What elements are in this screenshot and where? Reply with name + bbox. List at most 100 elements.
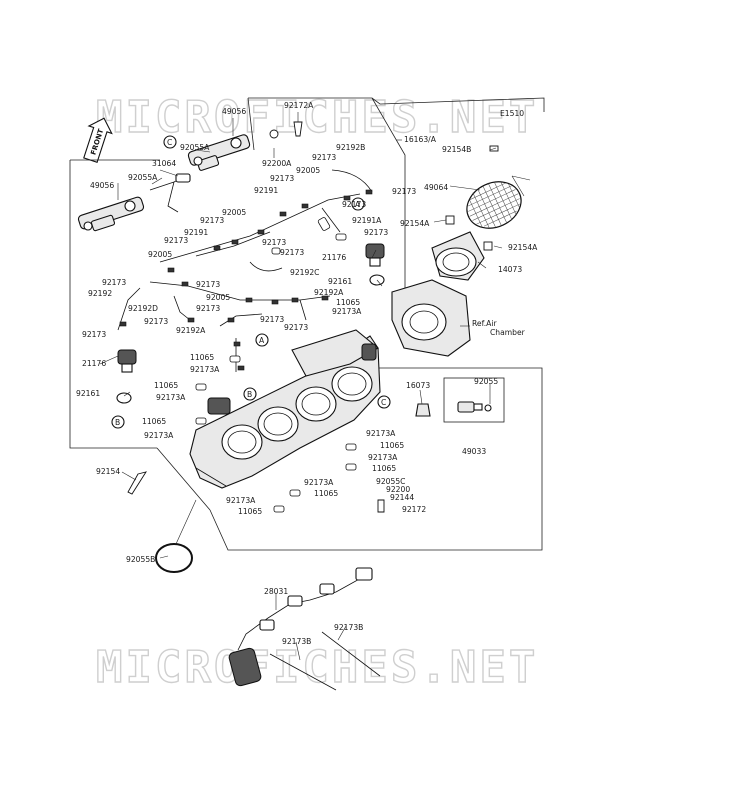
- assembly-outline-left: [69, 160, 157, 449]
- hose-clamps: [119, 189, 373, 371]
- label-92005-d: 92005: [206, 293, 230, 302]
- label-92173b-right: 92173B: [334, 623, 363, 632]
- label-11065-h: 11065: [238, 507, 262, 516]
- label-92055c: 92055C: [376, 477, 405, 486]
- bolts: [127, 121, 499, 513]
- label-28031: 28031: [264, 587, 288, 596]
- label-11065-b: 11065: [190, 353, 214, 362]
- callout-c-upper: C: [163, 135, 177, 149]
- label-92173-i: 92173: [280, 248, 304, 257]
- watermark-bottom: MICROFICHES.NET: [96, 642, 538, 693]
- label-92191-top: 92191: [254, 186, 278, 195]
- label-92173-o: 92173: [284, 323, 308, 332]
- watermark-top: MICROFICHES.NET: [96, 92, 538, 143]
- hose-92192b: [331, 169, 373, 193]
- front-arrow-icon: FRONT: [83, 117, 113, 163]
- label-92173-h: 92173: [262, 238, 286, 247]
- callout-a-lower: A: [255, 333, 269, 347]
- label-49064: 49064: [424, 183, 448, 192]
- label-92154a-right: 92154A: [508, 243, 538, 252]
- fuel-pipe-joint: [175, 173, 191, 183]
- label-92055a-top: 92055A: [180, 143, 210, 152]
- wiring-harness: [228, 567, 373, 687]
- label-92173-p: 92173: [82, 330, 106, 339]
- label-49033: 49033: [462, 447, 486, 456]
- sensor-21176-lower: [116, 349, 137, 404]
- fuel-injector-rail-upper: [187, 134, 251, 171]
- label-92192b: 92192B: [336, 143, 365, 152]
- callout-b-upper: B: [243, 387, 257, 401]
- label-92005-b: 92005: [222, 208, 246, 217]
- label-11065-d: 11065: [142, 417, 166, 426]
- label-92173-g: 92173: [164, 236, 188, 245]
- fuel-injector-rail-lower: [77, 196, 145, 232]
- label-92173-l: 92173: [196, 304, 220, 313]
- label-49056-left: 49056: [90, 181, 114, 190]
- cable-tie-left: [269, 653, 337, 691]
- label-11065-f: 11065: [372, 464, 396, 473]
- sensor-21176-upper: [365, 243, 385, 286]
- label-92200: 92200: [386, 485, 410, 494]
- label-92192d: 92192D: [128, 304, 158, 313]
- label-21176-top: 21176: [322, 253, 346, 262]
- svg-text:B: B: [115, 418, 120, 427]
- label-92173-j: 92173: [102, 278, 126, 287]
- label-11065-c: 11065: [154, 381, 178, 390]
- label-11065-a: 11065: [336, 298, 360, 307]
- assembly-outline-right: [371, 97, 406, 296]
- label-92173a-c: 92173A: [156, 393, 186, 402]
- label-ref-air: Ref.Air: [472, 319, 497, 328]
- label-92173b-left: 92173B: [282, 637, 311, 646]
- label-16163a: 16163/A: [404, 135, 437, 144]
- label-92192c: 92192C: [290, 268, 319, 277]
- o-ring-92055b: [155, 543, 193, 573]
- label-92192: 92192: [88, 289, 112, 298]
- label-92172a: 92172A: [284, 101, 314, 110]
- air-chamber-ref: [391, 279, 471, 357]
- label-92172: 92172: [402, 505, 426, 514]
- label-92173-k: 92173: [196, 280, 220, 289]
- label-21176-left: 21176: [82, 359, 106, 368]
- label-92173-top: 92173: [312, 153, 336, 162]
- label-16073: 16073: [406, 381, 430, 390]
- label-31064: 31064: [152, 159, 176, 168]
- label-92192a-b: 92192A: [176, 326, 206, 335]
- label-92154: 92154: [96, 467, 120, 476]
- label-92173-e: 92173: [200, 216, 224, 225]
- label-92173a-a: 92173A: [332, 307, 362, 316]
- fuel-pipe: [149, 177, 183, 213]
- callout-b-lower: B: [111, 415, 125, 429]
- label-92005-c: 92005: [148, 250, 172, 259]
- part-labels: 49056 92172A 16163/A 92055A 92200A 31064…: [76, 101, 538, 646]
- label-92161-top: 92161: [328, 277, 352, 286]
- assembly-outline-diagonal: [156, 447, 211, 511]
- label-92005-top: 92005: [296, 166, 320, 175]
- fitting-group-box: [415, 377, 505, 423]
- label-92173-d: 92173: [342, 200, 366, 209]
- assembly-outline-top: [248, 97, 545, 112]
- label-92173a-e: 92173A: [366, 429, 396, 438]
- label-92055a-left: 92055A: [128, 173, 158, 182]
- label-11065-g: 11065: [314, 489, 338, 498]
- diagram-code: E1510: [500, 109, 524, 118]
- label-92173-b: 92173: [270, 174, 294, 183]
- cable-tie-right: [321, 631, 381, 677]
- label-92173a-g: 92173A: [304, 478, 334, 487]
- label-92173a-b: 92173A: [190, 365, 220, 374]
- label-92200a: 92200A: [262, 159, 292, 168]
- assembly-outline-bottom: [209, 367, 543, 551]
- label-92173-c: 92173: [392, 187, 416, 196]
- label-92191a: 92191A: [352, 216, 382, 225]
- label-92173a-d: 92173A: [144, 431, 174, 440]
- label-92173a-f: 92173A: [368, 453, 398, 462]
- label-49056-top: 49056: [222, 107, 246, 116]
- label-92173-f: 92173: [364, 228, 388, 237]
- svg-text:A: A: [355, 200, 361, 209]
- label-92173-n: 92173: [260, 315, 284, 324]
- label-92191-b: 92191: [184, 228, 208, 237]
- air-funnel: [431, 231, 485, 281]
- label-92173-m: 92173: [144, 317, 168, 326]
- label-92055b: 92055B: [126, 555, 155, 564]
- label-92144: 92144: [390, 493, 414, 502]
- label-92154b: 92154B: [442, 145, 471, 154]
